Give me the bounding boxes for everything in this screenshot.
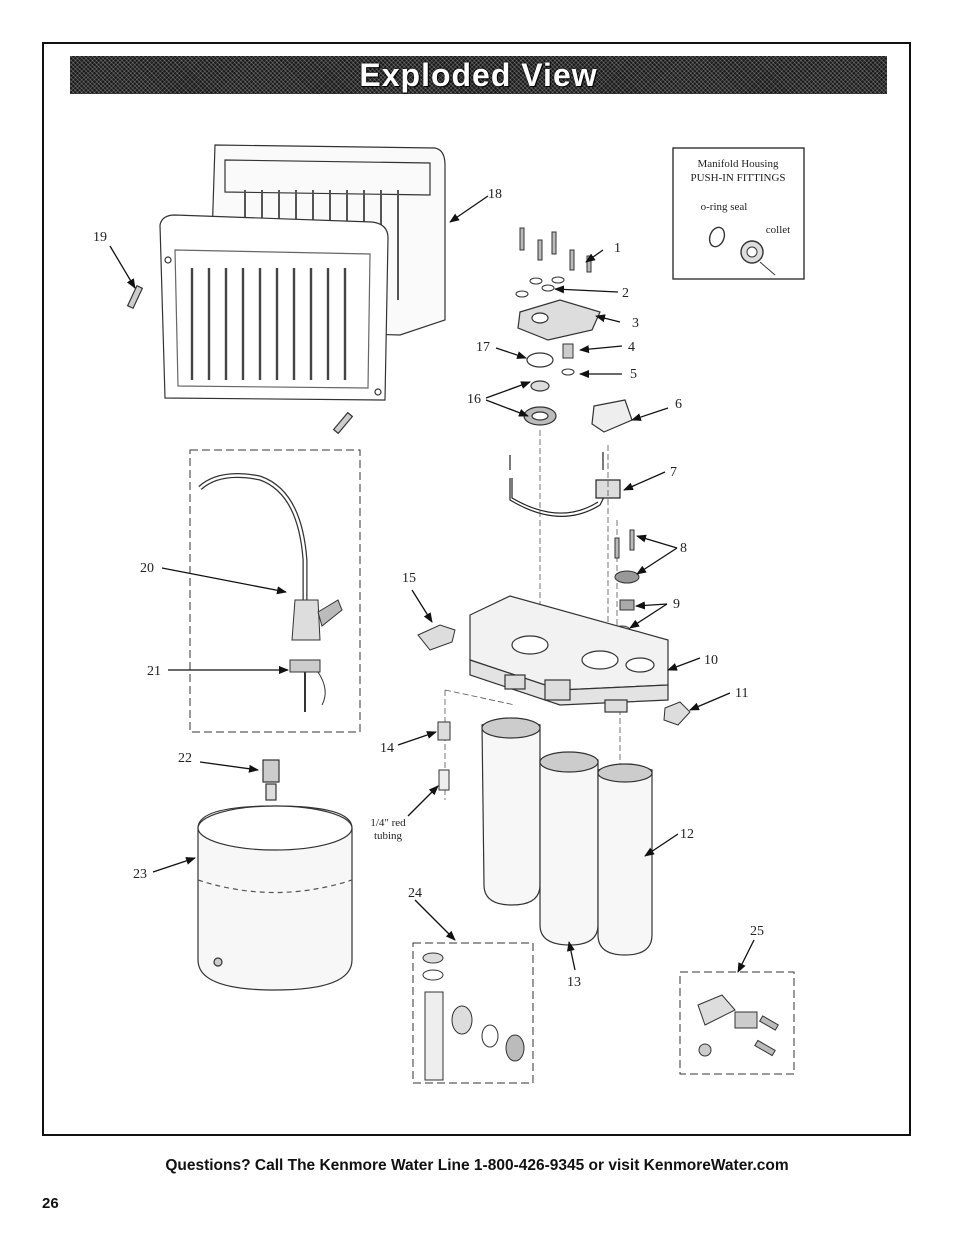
storage-tank xyxy=(197,759,353,991)
callout-5: 5 xyxy=(630,367,637,382)
sensor-wire xyxy=(509,452,621,517)
callout-9: 9 xyxy=(673,597,680,612)
footer-contact: Questions? Call The Kenmore Water Line 1… xyxy=(165,1157,789,1174)
callout-11: 11 xyxy=(735,686,748,701)
callout-1: 1 xyxy=(614,241,621,256)
legend-title: Manifold Housing xyxy=(698,158,779,170)
page-title: Exploded View xyxy=(359,57,598,93)
manifold-housing xyxy=(469,595,669,713)
callout-7: 7 xyxy=(670,465,677,480)
manifold-clamp xyxy=(517,299,601,341)
callout-4: 4 xyxy=(628,340,635,355)
screw-19 xyxy=(126,284,354,435)
legend-subtitle: PUSH-IN FITTINGS xyxy=(690,172,785,184)
drain-saddle-box xyxy=(412,942,534,1084)
callout-8: 8 xyxy=(680,541,687,556)
callout-17: 17 xyxy=(476,340,490,355)
legend-collet-label: collet xyxy=(766,224,790,236)
screws-8 xyxy=(613,529,640,635)
callout-13: 13 xyxy=(567,975,581,990)
callout-22: 22 xyxy=(178,751,192,766)
callout-10: 10 xyxy=(704,653,718,668)
callout-20: 20 xyxy=(140,561,154,576)
callout-19: 19 xyxy=(93,230,107,245)
front-cover-panel xyxy=(159,214,389,401)
callout-21: 21 xyxy=(147,664,161,679)
gaskets xyxy=(523,352,557,426)
elbow-fitting-11 xyxy=(663,701,691,726)
callout-15: 15 xyxy=(402,571,416,586)
feed-valve-box xyxy=(679,971,795,1075)
callout-12: 12 xyxy=(680,827,694,842)
callout-14: 14 xyxy=(380,741,394,756)
callout-23: 23 xyxy=(133,867,147,882)
legend-oring-label: o-ring seal xyxy=(701,201,748,213)
faucet-box xyxy=(189,449,361,733)
callout-leaders xyxy=(109,195,755,973)
callout-24: 24 xyxy=(408,886,422,901)
washers xyxy=(515,276,565,298)
callout-18: 18 xyxy=(488,187,502,202)
tubing-insert xyxy=(437,721,451,791)
flow-bracket xyxy=(591,399,633,433)
title-banner xyxy=(70,56,887,94)
manifold-screws xyxy=(519,227,592,273)
elbow-fitting-15 xyxy=(417,624,456,651)
callout-3: 3 xyxy=(632,316,639,331)
filter-cartridges xyxy=(481,717,653,956)
tubing-label-line2: tubing xyxy=(374,830,403,842)
fittings-legend-box xyxy=(672,147,805,280)
page-number: 26 xyxy=(42,1195,59,1212)
callout-25: 25 xyxy=(750,924,764,939)
tubing-label-line1: 1/4" red xyxy=(370,817,406,829)
callout-16: 16 xyxy=(467,392,481,407)
callout-6: 6 xyxy=(675,397,682,412)
callout-2: 2 xyxy=(622,286,629,301)
check-valve xyxy=(561,343,575,376)
